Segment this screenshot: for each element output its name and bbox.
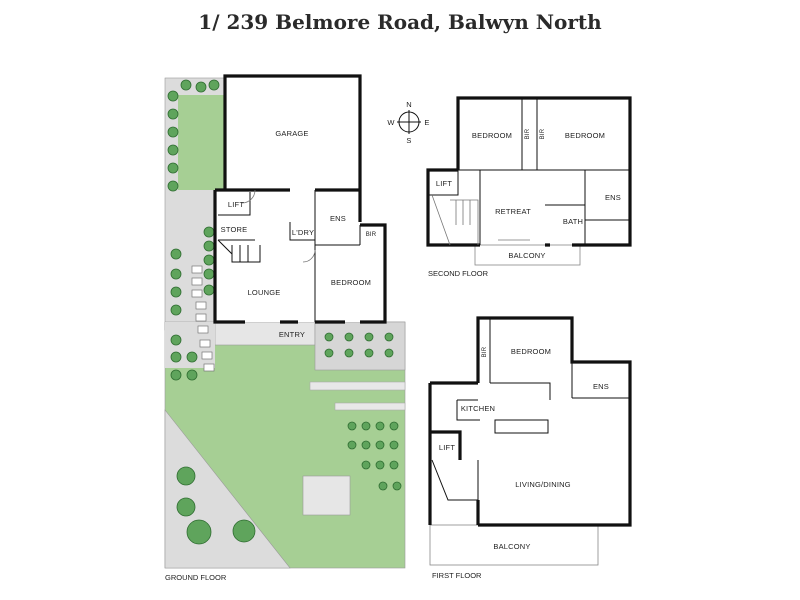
- room-label-lift: LIFT: [436, 179, 452, 188]
- stairs: [431, 194, 530, 246]
- door-swings: [241, 189, 316, 263]
- room-label-store: STORE: [221, 225, 248, 234]
- second-interior: [428, 98, 630, 245]
- room-label-laundry: L'DRY: [292, 228, 314, 237]
- stepping-stones: [191, 265, 215, 372]
- ground-interior: [217, 190, 361, 322]
- room-label-garage: GARAGE: [275, 129, 308, 138]
- tree-icons: [167, 79, 402, 545]
- room-label-retreat: RETREAT: [495, 207, 531, 216]
- second-walls: [426, 96, 632, 247]
- side-lawn: [178, 95, 225, 190]
- room-label-ensuite: ENS: [605, 193, 621, 202]
- step: [334, 402, 406, 411]
- room-label-bedroom: BEDROOM: [511, 347, 551, 356]
- room-label-kitchen: KITCHEN: [461, 404, 495, 413]
- room-label-lift: LIFT: [228, 200, 244, 209]
- room-label-ensuite: ENS: [593, 382, 609, 391]
- room-label-balcony: BALCONY: [508, 251, 545, 260]
- room-label-bedroom: BEDROOM: [331, 278, 371, 287]
- front-garden-bed: [314, 321, 406, 371]
- second-floor-plan: BEDROOM BIR BIR BEDROOM LIFT RETREAT BAT…: [426, 96, 632, 278]
- room-label-bedroom-2: BEDROOM: [565, 131, 605, 140]
- first-floor-plan: BIR BEDROOM ENS KITCHEN LIFT LIVING/DINI…: [428, 316, 632, 580]
- svg-text:S: S: [406, 136, 411, 145]
- balcony: [474, 244, 581, 266]
- room-label-living-dining: LIVING/DINING: [515, 480, 571, 489]
- step: [309, 381, 406, 391]
- room-label-bir: BIR: [366, 232, 377, 238]
- ground-walls: [213, 74, 387, 324]
- room-label-entry: ENTRY: [279, 330, 305, 339]
- ground-floor-plan: GARAGE LIFT STORE L'DRY ENS BIR BEDROOM …: [164, 74, 406, 582]
- page-title: 1/ 239 Belmore Road, Balwyn North: [198, 10, 602, 34]
- room-label-lounge: LOUNGE: [248, 288, 281, 297]
- room-label-lift: LIFT: [439, 443, 455, 452]
- floor-label-first: FIRST FLOOR: [432, 571, 482, 580]
- room-label-balcony: BALCONY: [493, 542, 530, 551]
- floor-label-ground: GROUND FLOOR: [165, 573, 227, 582]
- svg-text:N: N: [406, 100, 412, 109]
- room-label-bir-2: BIR: [540, 128, 546, 139]
- room-label-bedroom-1: BEDROOM: [472, 131, 512, 140]
- floor-label-second: SECOND FLOOR: [428, 269, 489, 278]
- room-label-bath: BATH: [563, 217, 583, 226]
- svg-text:W: W: [387, 118, 395, 127]
- compass-icon: N S E W: [387, 100, 429, 145]
- paved-square: [302, 475, 351, 516]
- room-label-bir-1: BIR: [525, 128, 531, 139]
- svg-text:E: E: [424, 118, 429, 127]
- first-interior: [431, 318, 630, 501]
- room-label-bir: BIR: [482, 346, 488, 357]
- room-label-ensuite: ENS: [330, 214, 346, 223]
